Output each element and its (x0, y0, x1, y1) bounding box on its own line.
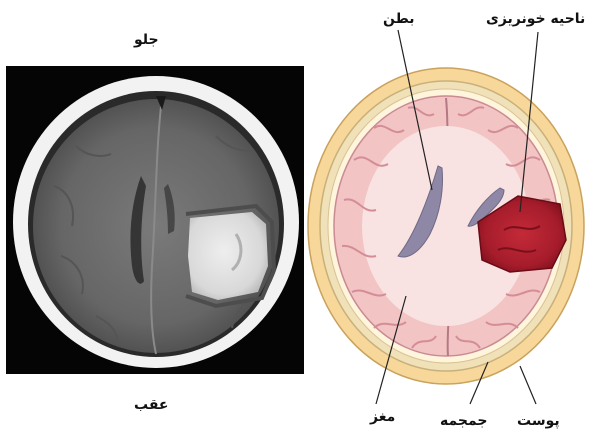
brain-anatomy-graphic (304, 0, 602, 444)
ct-hemorrhage (188, 212, 268, 300)
hemorrhage-area-label: ناحیه خونریزی (486, 12, 585, 26)
leader-skin (520, 366, 536, 404)
brain-label: مغز (370, 410, 395, 424)
ct-scan-image (6, 66, 304, 374)
ct-scan-graphic (6, 66, 304, 374)
brain-anatomy-diagram (304, 0, 602, 444)
ventricle-label: بطن (383, 12, 415, 26)
skull-label: جمجمه (440, 414, 487, 428)
ct-front-label: جلو (134, 33, 159, 47)
ct-back-label: عقب (134, 398, 168, 412)
skin-label: پوست (517, 414, 560, 428)
